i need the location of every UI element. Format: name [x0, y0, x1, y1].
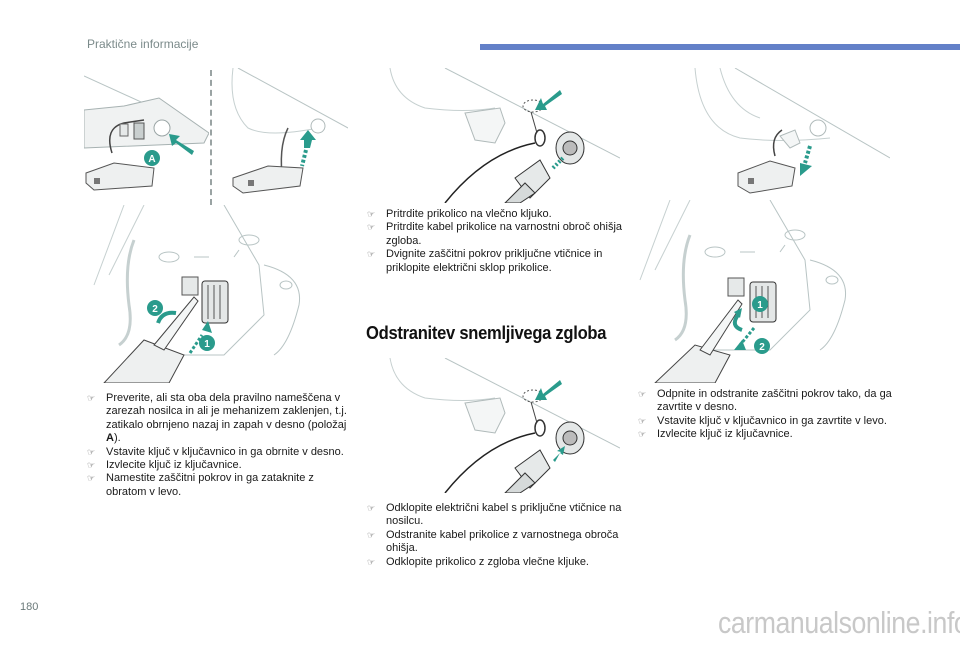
step-item: ☞Preverite, ali sta oba dela pravilno na… [87, 392, 347, 445]
section-title: Praktične informacije [87, 37, 199, 51]
column3-steps: ☞Odpnite in odstranite zaščitni pokrov t… [638, 388, 908, 442]
figure-connect-cable [365, 68, 620, 203]
svg-text:2: 2 [759, 342, 765, 353]
step-item: ☞Odklopite prikolico z zgloba vlečne klj… [367, 555, 589, 568]
figure-key-lock-turn-right: 2 1 [84, 205, 349, 383]
svg-text:2: 2 [152, 304, 158, 315]
column2-steps-bottom: ☞Odklopite električni kabel s priključne… [367, 502, 632, 569]
pointing-hand-icon: ☞ [367, 503, 376, 513]
pointing-hand-icon: ☞ [367, 529, 376, 540]
marker-2: 2 [754, 338, 770, 354]
pointing-hand-icon: ☞ [87, 393, 96, 403]
marker-2: 2 [147, 300, 163, 316]
step-item: ☞Pritrdite kabel prikolice na varnostni … [367, 221, 623, 247]
pointing-hand-icon: ☞ [367, 556, 376, 567]
pointing-hand-icon: ☞ [87, 473, 96, 484]
header-accent-bar [480, 44, 960, 50]
figure-divider [210, 70, 212, 205]
step-item: ☞Odpnite in odstranite zaščitni pokrov t… [638, 388, 892, 414]
svg-text:1: 1 [204, 339, 210, 350]
page-number: 180 [20, 601, 39, 613]
pointing-hand-icon: ☞ [367, 209, 376, 219]
pointing-hand-icon: ☞ [367, 222, 376, 233]
svg-text:A: A [148, 154, 155, 165]
section-heading: Odstranitev snemljivega zgloba [366, 323, 607, 343]
step-item: ☞Vstavite ključ v ključavnico in ga zavr… [638, 414, 887, 427]
step-item: ☞Odstranite kabel prikolice z varnostneg… [367, 528, 619, 555]
step-item: ☞Odklopite električni kabel s priključne… [367, 502, 622, 528]
pointing-hand-icon: ☞ [638, 415, 647, 426]
pointing-hand-icon: ☞ [87, 446, 96, 457]
step-item: ☞Izvlecite ključ iz ključavnice. [87, 459, 242, 472]
figure-hitch-cover-closing [218, 68, 348, 203]
figure-hitch-cover-locked: A [84, 68, 209, 203]
step-item: ☞Namestite zaščitni pokrov in ga zatakni… [87, 472, 314, 498]
step-item: ☞Dvignite zaščitni pokrov priključne vti… [367, 248, 603, 274]
svg-text:1: 1 [757, 300, 763, 311]
figure-disconnect-cable [365, 358, 620, 493]
pointing-hand-icon: ☞ [638, 429, 647, 440]
figure-cover-removal [630, 68, 890, 203]
marker-1: 1 [752, 296, 768, 312]
column1-steps: ☞Preverite, ali sta oba dela pravilno na… [87, 392, 357, 499]
watermark: carmanualsonline.info [718, 605, 960, 640]
step-item: ☞Vstavite ključ v ključavnico in ga obrn… [87, 445, 344, 458]
pointing-hand-icon: ☞ [638, 389, 647, 399]
pointing-hand-icon: ☞ [87, 460, 96, 471]
pointing-hand-icon: ☞ [367, 249, 376, 260]
figure-key-lock-turn-left: 1 2 [630, 200, 890, 383]
marker-A: A [144, 150, 160, 166]
step-item: ☞Pritrdite prikolico na vlečno kljuko. [367, 208, 552, 220]
marker-1: 1 [199, 335, 215, 351]
column2-steps-top: ☞Pritrdite prikolico na vlečno kljuko. ☞… [367, 208, 632, 275]
step-item: ☞Izvlecite ključ iz ključavnice. [638, 428, 793, 441]
